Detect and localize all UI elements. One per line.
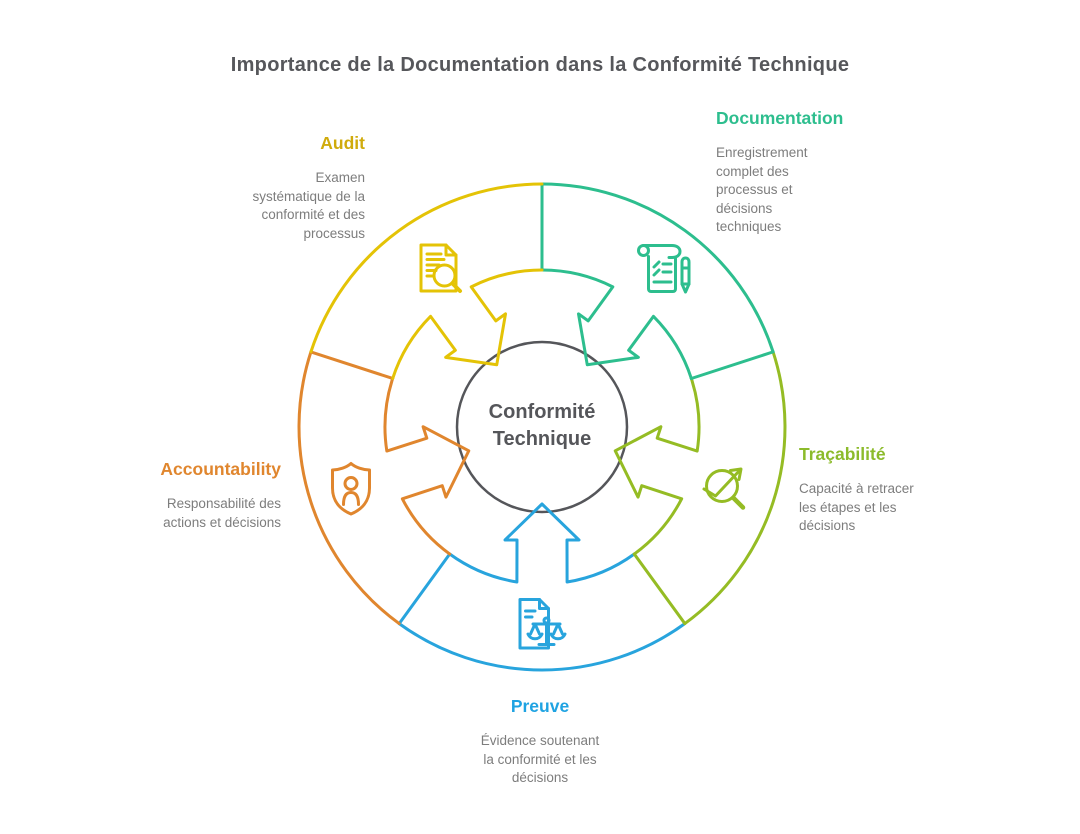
segment-label-audit: Audit [320, 133, 365, 153]
segment-description-tracabilite: Capacité à retracer les étapes et les dé… [799, 481, 914, 533]
center-circle [455, 340, 629, 514]
segment-outer-arc-audit [309, 182, 544, 354]
segment-arrow-preuve [448, 502, 636, 584]
segment-description-preuve: Évidence soutenant la conformité et les … [480, 733, 600, 785]
segment-accountability [297, 350, 471, 626]
segment-divider-left-documentation [689, 350, 775, 381]
segment-arrow-accountability [383, 376, 471, 556]
segment-outer-arc-preuve [397, 622, 687, 672]
page-title: Importance de la Documentation dans la C… [230, 54, 850, 76]
segment-description-accountability: Responsabilité des actions et décisions [163, 496, 281, 530]
segment-outer-arc-accountability [297, 350, 401, 626]
document-search-icon [408, 238, 472, 302]
segment-audit [309, 182, 544, 381]
scroll-pen-icon [632, 237, 696, 301]
segment-divider-left-accountability [309, 350, 395, 380]
segment-arrow-tracabilite [613, 376, 701, 556]
segment-documentation [540, 182, 775, 381]
segment-tracabilite [613, 350, 787, 626]
segment-block-tracabilite: Traçabilité Capacité à retracer les étap… [799, 444, 914, 536]
segment-description-documentation: Enregistrement complet des processus et … [716, 145, 808, 234]
segment-arrow-audit [391, 268, 544, 381]
document-scales-icon [508, 592, 572, 656]
shield-person-icon [319, 457, 383, 521]
segment-outer-arc-documentation [540, 182, 775, 354]
segment-block-preuve: Preuve Évidence soutenant la conformité … [440, 696, 640, 788]
segment-arrow-documentation [540, 268, 693, 381]
segment-preuve [397, 502, 687, 672]
segment-block-audit: Audit Examen systématique de la conformi… [252, 133, 365, 243]
segment-label-tracabilite: Traçabilité [799, 444, 886, 464]
segment-divider-left-tracabilite [632, 552, 687, 626]
segment-block-accountability: Accountability Responsabilité des action… [160, 459, 281, 532]
segment-label-preuve: Preuve [510, 696, 570, 716]
segment-label-documentation: Documentation [716, 108, 844, 128]
segment-divider-left-preuve [397, 552, 452, 626]
segment-divider-right-documentation [540, 182, 544, 272]
segment-label-accountability: Accountability [160, 459, 281, 479]
segment-outer-arc-tracabilite [683, 350, 787, 626]
segment-block-documentation: Documentation Enregistrement complet des… [716, 108, 843, 237]
center-label: Conformité Technique [488, 401, 596, 450]
magnifier-trend-icon [697, 455, 761, 519]
segment-description-audit: Examen systématique de la conformité et … [252, 170, 365, 241]
